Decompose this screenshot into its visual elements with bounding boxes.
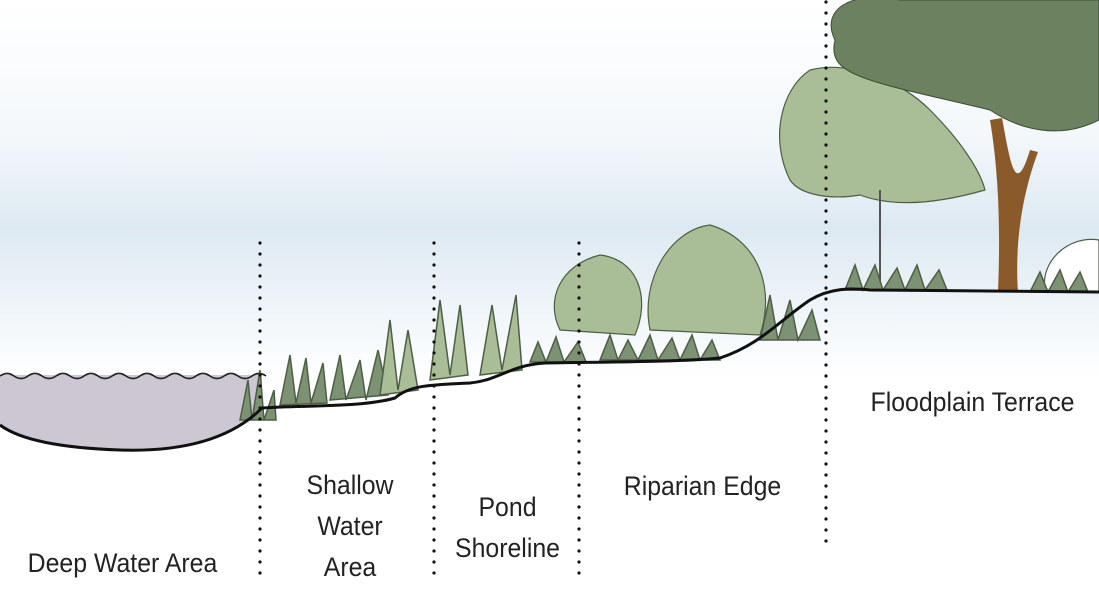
water-body bbox=[0, 375, 262, 451]
zone-label-pond-shoreline: Pond Shoreline bbox=[455, 492, 560, 563]
zone-label-deep-water: Deep Water Area bbox=[27, 548, 218, 578]
grasses bbox=[239, 262, 1090, 421]
zone-dividers bbox=[258, 0, 828, 580]
floodplain-trees bbox=[830, 0, 1099, 292]
riparian-shrubs bbox=[553, 66, 1099, 336]
zone-label-riparian-edge: Riparian Edge bbox=[623, 471, 782, 501]
ground-profile bbox=[0, 287, 1099, 452]
zone-label-shallow-water: Shallow Water Area bbox=[306, 470, 394, 582]
zone-label-floodplain-terrace: Floodplain Terrace bbox=[870, 387, 1075, 417]
water-surface bbox=[0, 372, 267, 380]
